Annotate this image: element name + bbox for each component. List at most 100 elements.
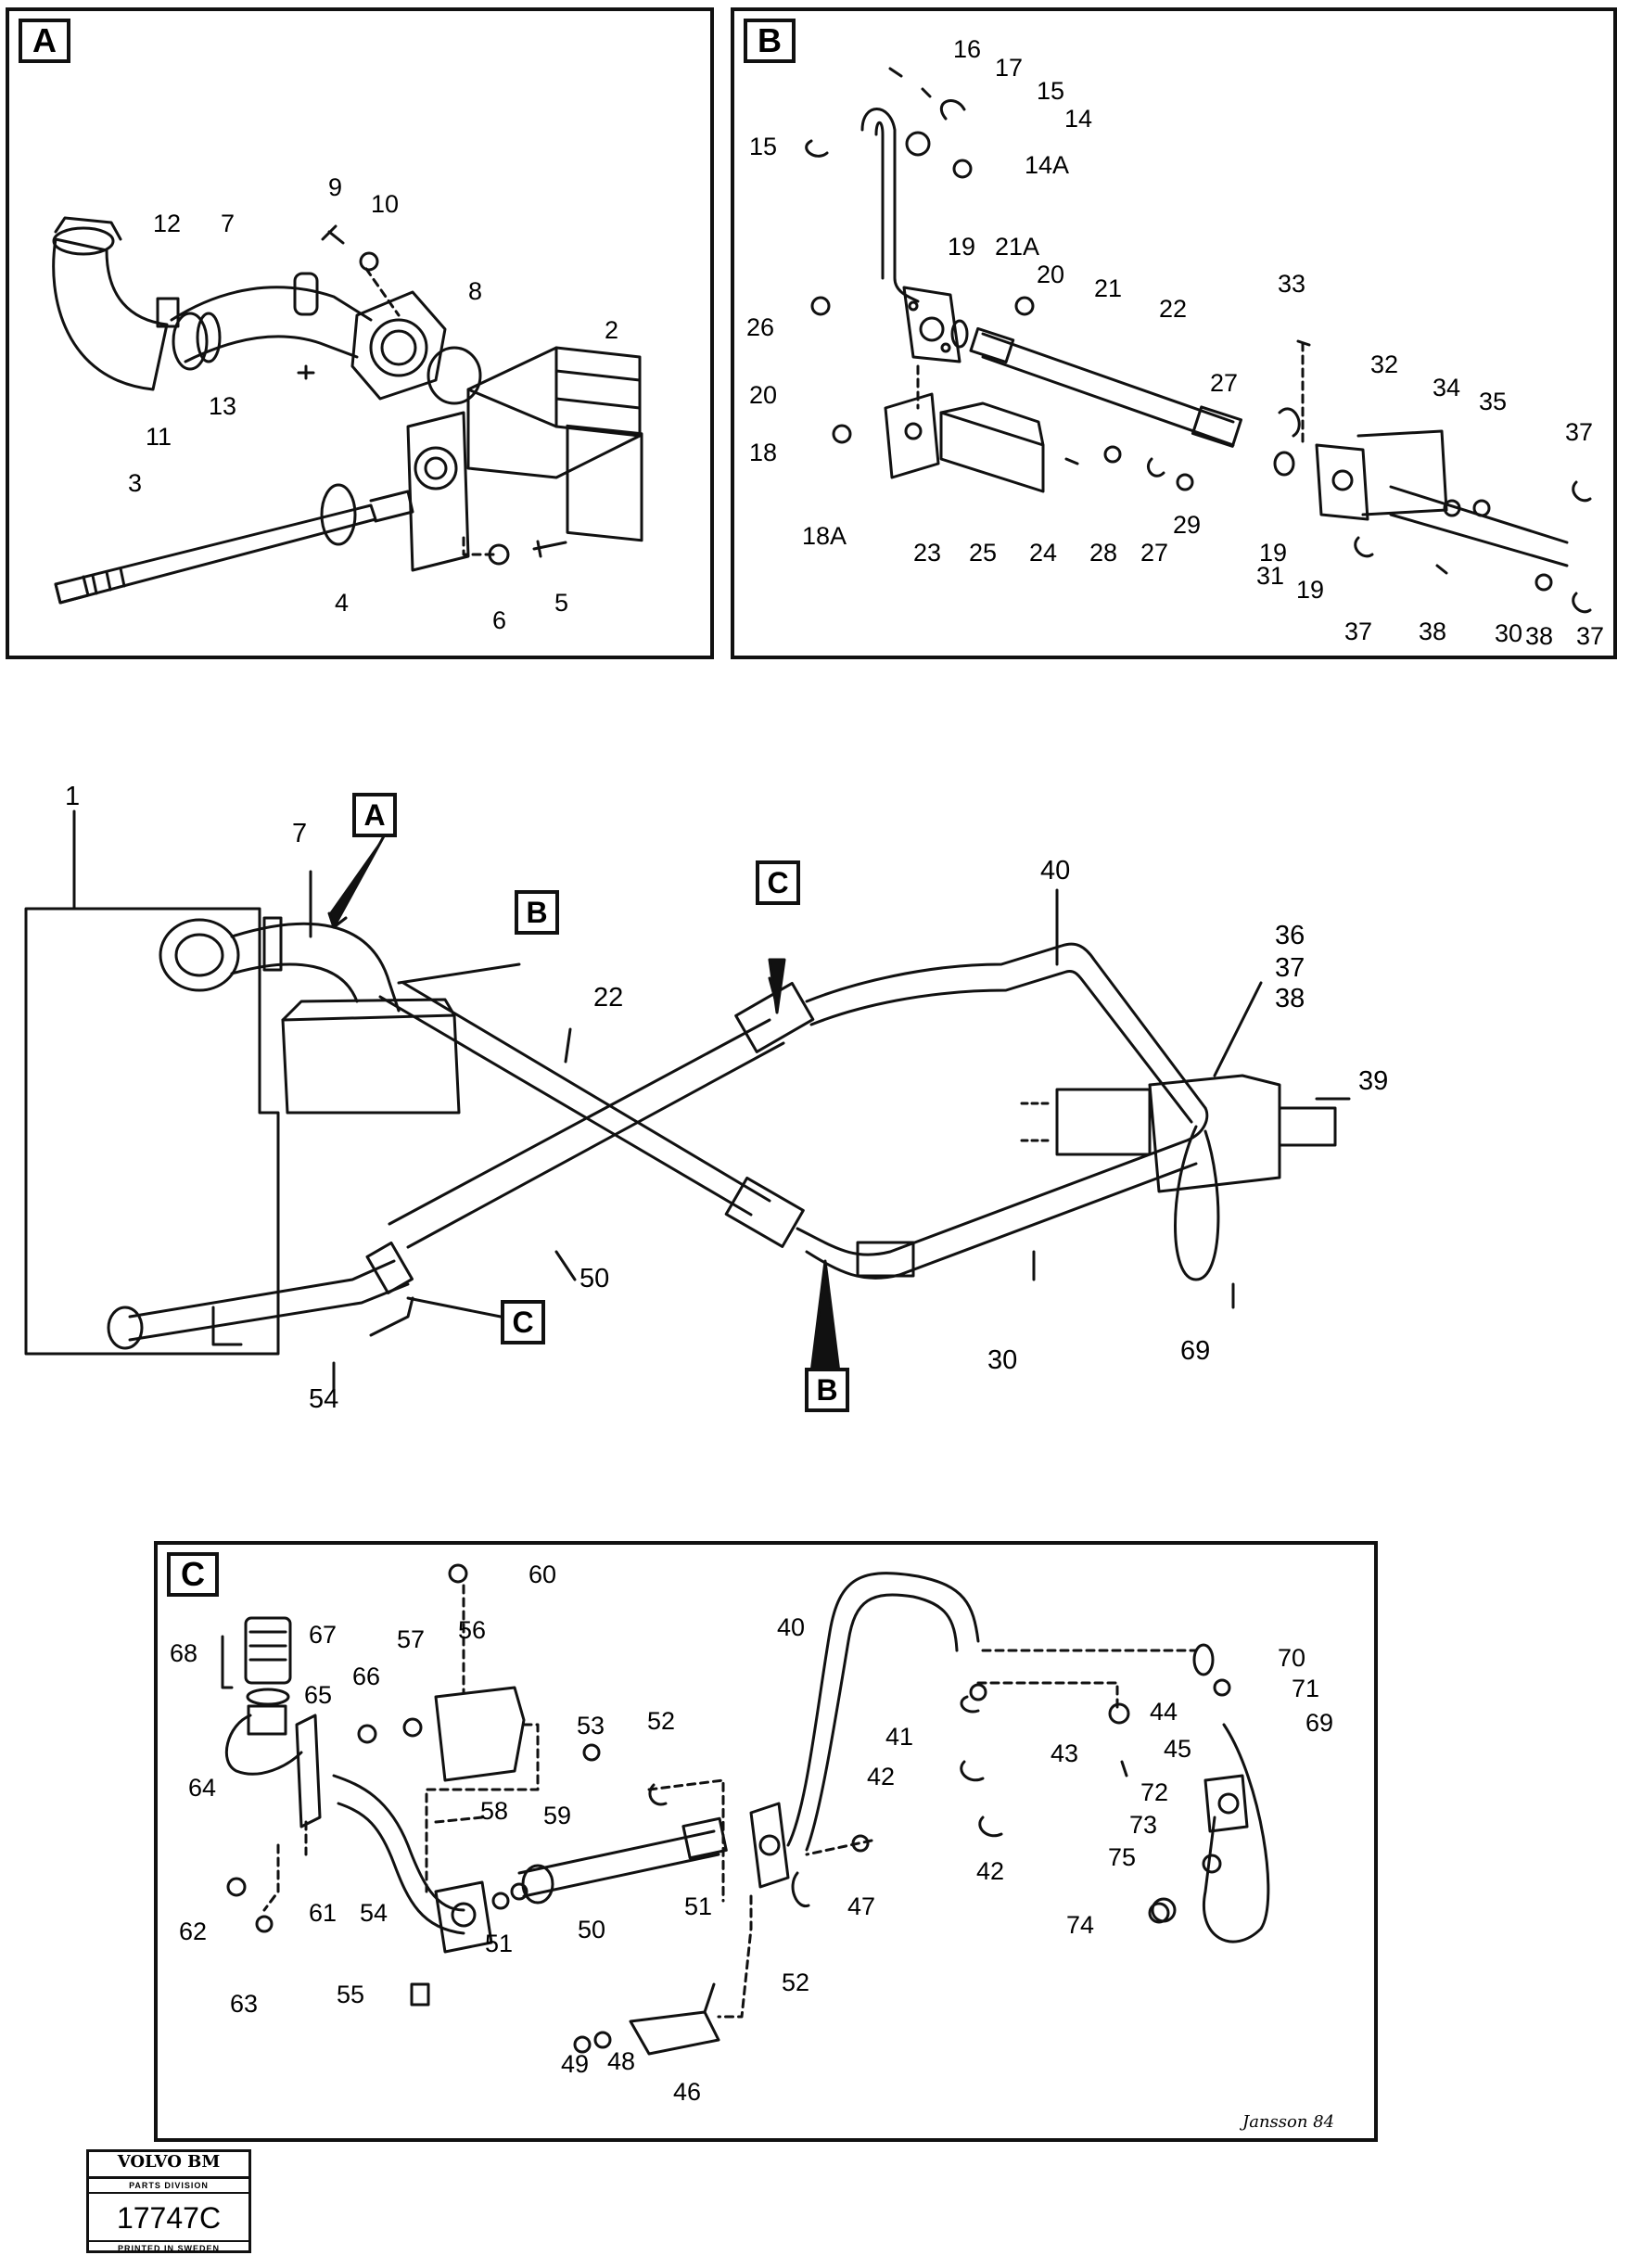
part-label-61: 61	[309, 1899, 337, 1927]
part-label-40: 40	[1040, 856, 1071, 886]
part-label-26: 26	[746, 313, 775, 341]
part-label-18a: 18A	[802, 522, 847, 550]
part-label-38: 38	[1275, 984, 1305, 1013]
part-label-27: 27	[1210, 369, 1239, 397]
part-label-20: 20	[749, 381, 778, 409]
part-label-18: 18	[749, 439, 778, 466]
part-label-50: 50	[578, 1916, 606, 1943]
part-label-36: 36	[1275, 921, 1305, 950]
part-label-5: 5	[554, 589, 569, 617]
part-label-38: 38	[1525, 622, 1554, 650]
part-label-22: 22	[593, 983, 624, 1013]
panel-a: A	[6, 7, 714, 659]
panel-a-drawing	[52, 216, 643, 605]
part-label-7: 7	[221, 210, 236, 237]
part-label-63: 63	[230, 1990, 259, 2018]
part-label-11: 11	[146, 423, 172, 451]
part-label-41: 41	[885, 1723, 914, 1751]
part-label-29: 29	[1173, 511, 1202, 539]
part-label-2: 2	[605, 316, 619, 344]
part-label-49: 49	[561, 2050, 590, 2078]
part-label-32: 32	[1370, 350, 1399, 378]
part-label-15: 15	[749, 133, 778, 160]
panel-c-drawing	[221, 1563, 1270, 2056]
part-label-46: 46	[673, 2078, 702, 2106]
part-label-19: 19	[1259, 539, 1288, 567]
callout-tag-a: A	[352, 793, 397, 837]
part-label-52: 52	[647, 1707, 676, 1735]
part-label-30: 30	[1495, 619, 1523, 647]
part-label-72: 72	[1140, 1778, 1169, 1806]
part-label-43: 43	[1051, 1739, 1079, 1767]
part-label-59: 59	[543, 1802, 572, 1829]
part-label-28: 28	[1089, 539, 1118, 567]
panel-b: B	[731, 7, 1617, 659]
part-label-4: 4	[335, 589, 350, 617]
callout-tag-c: C	[756, 860, 800, 905]
part-label-19: 19	[948, 233, 976, 261]
part-label-51: 51	[684, 1892, 713, 1920]
part-label-42: 42	[867, 1763, 896, 1790]
part-label-69: 69	[1180, 1336, 1211, 1366]
part-label-73: 73	[1129, 1811, 1158, 1839]
part-label-48: 48	[607, 2047, 636, 2075]
part-label-27: 27	[1140, 539, 1169, 567]
part-label-23: 23	[913, 539, 942, 567]
part-label-16: 16	[953, 35, 982, 63]
part-label-17: 17	[995, 54, 1024, 82]
part-label-51: 51	[485, 1930, 514, 1957]
part-label-62: 62	[179, 1918, 208, 1945]
part-label-37: 37	[1565, 418, 1594, 446]
part-label-60: 60	[528, 1561, 557, 1588]
part-label-68: 68	[170, 1639, 198, 1667]
part-label-38: 38	[1419, 618, 1447, 645]
part-label-37: 37	[1344, 618, 1373, 645]
panel-c: C	[154, 1541, 1378, 2142]
callout-tag-c: C	[501, 1300, 545, 1344]
logo-brand: VOLVO BM	[89, 2152, 248, 2179]
panel-b-tag: B	[744, 19, 796, 63]
part-label-42: 42	[976, 1857, 1005, 1885]
part-label-55: 55	[337, 1981, 365, 2008]
part-label-65: 65	[304, 1681, 333, 1709]
drawing-number: 17747C	[89, 2194, 248, 2242]
panel-b-drawing	[805, 67, 1592, 614]
part-label-10: 10	[371, 190, 400, 218]
overview-drawing	[24, 809, 1351, 1393]
part-label-75: 75	[1108, 1843, 1137, 1871]
part-label-69: 69	[1305, 1709, 1334, 1737]
part-label-22: 22	[1159, 295, 1188, 323]
logo-division: PARTS DIVISION	[89, 2179, 248, 2194]
part-label-7: 7	[292, 819, 308, 848]
part-label-67: 67	[309, 1621, 337, 1649]
part-label-21a: 21A	[995, 233, 1040, 261]
part-label-34: 34	[1433, 374, 1461, 401]
part-label-50: 50	[579, 1264, 610, 1293]
part-label-54: 54	[360, 1899, 388, 1927]
part-label-21: 21	[1094, 274, 1123, 302]
part-label-1: 1	[65, 782, 81, 811]
part-label-71: 71	[1292, 1675, 1320, 1702]
part-label-25: 25	[969, 539, 998, 567]
part-label-14a: 14A	[1025, 151, 1070, 179]
part-label-45: 45	[1164, 1735, 1192, 1763]
part-label-56: 56	[458, 1616, 487, 1644]
part-label-44: 44	[1150, 1698, 1178, 1726]
part-label-20: 20	[1037, 261, 1065, 288]
part-label-12: 12	[153, 210, 182, 237]
callout-tag-b: B	[805, 1368, 849, 1412]
part-label-24: 24	[1029, 539, 1058, 567]
part-label-6: 6	[492, 606, 507, 634]
part-label-57: 57	[397, 1625, 426, 1653]
part-label-35: 35	[1479, 388, 1508, 415]
part-label-9: 9	[328, 173, 343, 201]
part-label-47: 47	[847, 1892, 876, 1920]
part-label-37: 37	[1275, 953, 1305, 983]
part-label-64: 64	[188, 1774, 217, 1802]
part-label-53: 53	[577, 1712, 605, 1739]
callout-tag-b: B	[515, 890, 559, 935]
part-label-54: 54	[309, 1384, 339, 1414]
part-label-19: 19	[1296, 576, 1325, 604]
part-label-31: 31	[1256, 562, 1285, 590]
